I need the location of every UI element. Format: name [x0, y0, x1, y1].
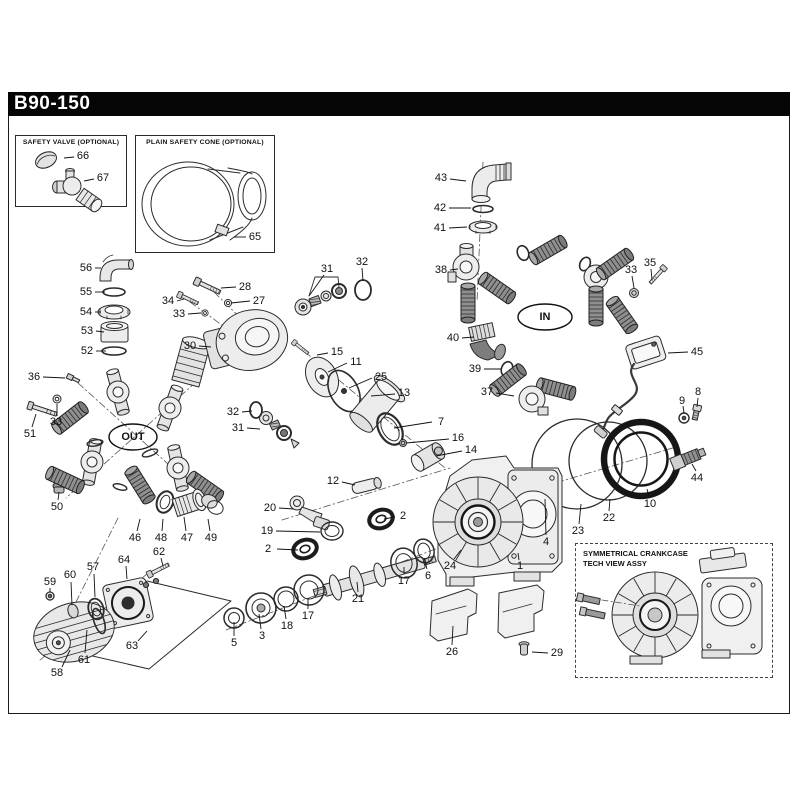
- title-bar: B90-150: [8, 92, 790, 116]
- inset-safety-cone-title: PLAIN SAFETY CONE (OPTIONAL): [146, 139, 264, 146]
- inset-safety-valve-title: SAFETY VALVE (OPTIONAL): [22, 139, 120, 146]
- page-title: B90-150: [14, 93, 91, 114]
- tech-view-title-line1: SYMMETRICAL CRANKCASE: [583, 549, 688, 558]
- tech-view-title-line2: TECH VIEW ASSY: [583, 558, 647, 568]
- inset-safety-cone: PLAIN SAFETY CONE (OPTIONAL): [135, 135, 275, 253]
- tech-view-box: SYMMETRICAL CRANKCASE TECH VIEW ASSY: [575, 543, 773, 678]
- inset-safety-valve: SAFETY VALVE (OPTIONAL): [15, 135, 127, 207]
